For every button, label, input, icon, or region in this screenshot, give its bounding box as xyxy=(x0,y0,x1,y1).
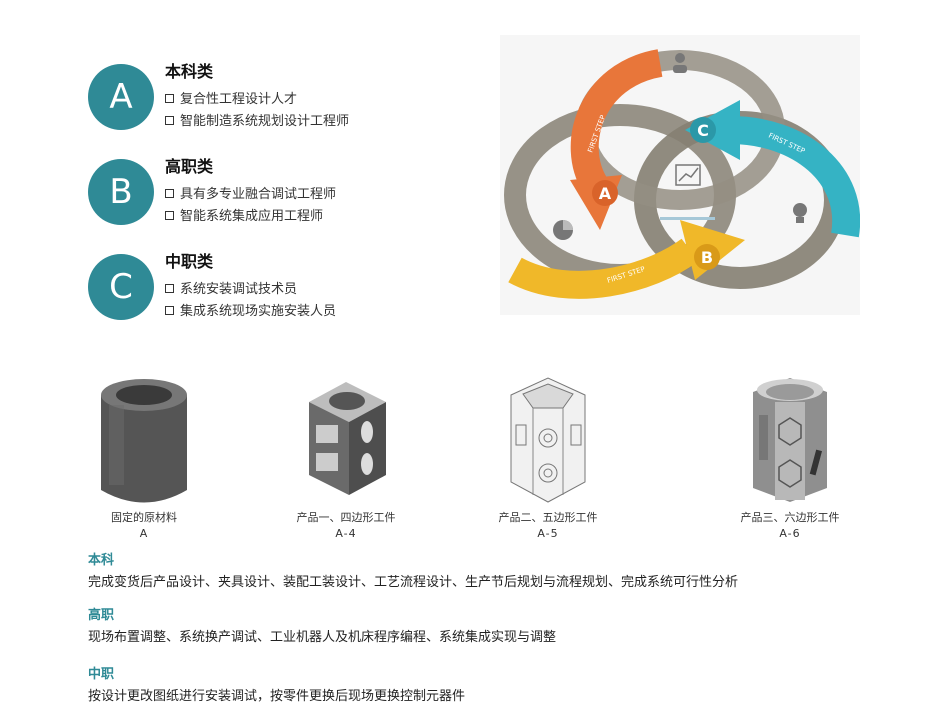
level-title: 中职类 xyxy=(165,252,214,271)
section-text-vocational-college: 现场布置调整、系统换产调试、工业机器人及机床程序编程、系统集成实现与调整 xyxy=(88,630,557,645)
checkbox-icon xyxy=(165,211,174,220)
diagram-label-b: B xyxy=(701,248,713,267)
level-badge-c: C xyxy=(88,254,154,320)
workpiece-square: 产品一、四边形工件 A-4 xyxy=(276,370,416,542)
hexagon-part-illustration xyxy=(753,378,827,502)
checkbox-icon xyxy=(165,94,174,103)
workpieces-row: 固定的原材料 A 产品一、四边形工件 A-4 产品二、五边形工件 A-5 xyxy=(0,370,949,545)
checkbox-icon xyxy=(165,116,174,125)
cylinder-part-illustration xyxy=(101,379,187,503)
level-badge-b: B xyxy=(88,159,154,225)
workpiece-pentagon: 产品二、五边形工件 A-5 xyxy=(478,370,618,542)
diagram-label-a: A xyxy=(599,184,612,203)
workpiece-label: 固定的原材料 xyxy=(111,511,177,524)
level-c: C 中职类 系统安装调试技术员 集成系统现场实施安装人员 xyxy=(88,246,488,341)
section-text-undergraduate: 完成变货后产品设计、夹具设计、装配工装设计、工艺流程设计、生产节后规划与流程规划… xyxy=(88,575,739,590)
chart-icon xyxy=(675,164,701,186)
square-part-illustration xyxy=(309,382,386,495)
section-heading-vocational-college: 高职 xyxy=(88,608,115,623)
workpiece-label: 产品一、四边形工件 xyxy=(296,511,396,524)
level-badge-a: A xyxy=(88,64,154,130)
level-item: 系统安装调试技术员 xyxy=(165,278,297,297)
level-title: 高职类 xyxy=(165,157,214,176)
checkbox-icon xyxy=(165,284,174,293)
talent-levels: A 本科类 复合性工程设计人才 智能制造系统规划设计工程师 B 高职类 具有多专… xyxy=(88,56,488,341)
cycle-diagram: A B C FIRST STEP FIRST STEP FIRST STEP xyxy=(500,35,861,315)
level-b: B 高职类 具有多专业融合调试工程师 智能系统集成应用工程师 xyxy=(88,151,488,246)
workpiece-label: 产品二、五边形工件 xyxy=(498,511,598,524)
section-heading-undergraduate: 本科 xyxy=(88,553,115,568)
workpiece-code: A xyxy=(139,527,149,540)
level-item: 智能制造系统规划设计工程师 xyxy=(165,110,349,129)
workpiece-code: A-6 xyxy=(779,527,801,540)
workpiece-raw-material: 固定的原材料 A xyxy=(74,370,214,542)
section-heading-secondary-vocational: 中职 xyxy=(88,667,115,682)
workpiece-code: A-4 xyxy=(335,527,357,540)
lightbulb-icon xyxy=(793,203,807,223)
level-title: 本科类 xyxy=(165,62,214,81)
checkbox-icon xyxy=(165,189,174,198)
level-item: 智能系统集成应用工程师 xyxy=(165,205,323,224)
person-icon xyxy=(673,53,687,73)
workpiece-label: 产品三、六边形工件 xyxy=(740,511,840,524)
level-item: 集成系统现场实施安装人员 xyxy=(165,300,336,319)
diagram-label-c: C xyxy=(697,121,709,140)
level-a: A 本科类 复合性工程设计人才 智能制造系统规划设计工程师 xyxy=(88,56,488,151)
level-item: 具有多专业融合调试工程师 xyxy=(165,183,336,202)
checkbox-icon xyxy=(165,306,174,315)
section-text-secondary-vocational: 按设计更改图纸进行安装调试，按零件更换后现场更换控制元器件 xyxy=(88,689,466,704)
level-item: 复合性工程设计人才 xyxy=(165,88,297,107)
workpiece-code: A-5 xyxy=(537,527,559,540)
pie-chart-icon xyxy=(553,220,573,240)
workpiece-hexagon: 产品三、六边形工件 A-6 xyxy=(720,370,860,542)
cycle-arrows-illustration: A B C FIRST STEP FIRST STEP FIRST STEP xyxy=(504,49,861,299)
pentagon-part-illustration xyxy=(510,377,586,503)
